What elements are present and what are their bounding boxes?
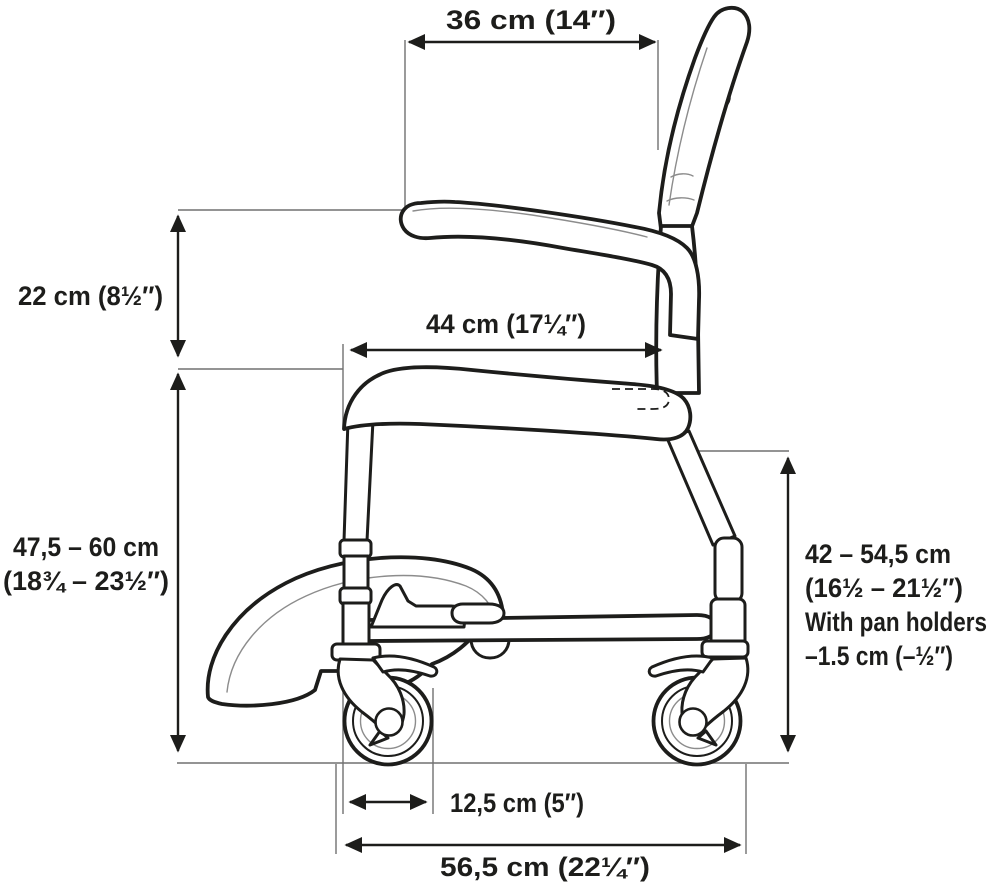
armrest-body — [398, 199, 702, 341]
rear-fork-tip — [696, 729, 718, 747]
armrest-inner-line — [412, 207, 648, 238]
rear-brake-lever — [647, 654, 715, 678]
label-overall-length: 56,5 cm (22¼″) — [440, 852, 650, 882]
seat-body — [342, 365, 693, 442]
front-leg — [330, 418, 382, 662]
label-rear-height-line2: (16½ – 21½″) — [805, 573, 963, 603]
label-rear-height-line3: With pan holders — [805, 607, 987, 637]
front-leg-upper-tube — [342, 418, 375, 543]
chair-illustration — [205, 5, 752, 767]
rear-caster — [647, 654, 750, 767]
push-handle-joint-marks — [666, 173, 695, 202]
dimension-arrows — [170, 34, 796, 853]
label-armrest-height: 22 cm (8½″) — [18, 281, 163, 311]
rear-wheel-hub — [678, 707, 708, 737]
front-brake-lever — [371, 654, 439, 678]
front-leg-clamp-upper — [338, 538, 373, 559]
label-seat-depth: 44 cm (17¼″) — [426, 309, 586, 339]
label-rear-height-line4: –1.5 cm (–½″) — [805, 641, 953, 671]
label-wheel-diameter: 12,5 cm (5″) — [450, 788, 584, 818]
front-wheel-hub — [374, 707, 404, 737]
armrest — [398, 199, 702, 341]
bracket-clamp-tab — [450, 602, 506, 625]
push-handle-inner-line — [668, 47, 708, 206]
rear-leg-tube — [713, 536, 744, 604]
push-handle — [657, 5, 752, 231]
front-leg-lower-tube — [341, 601, 371, 648]
dimension-labels: 36 cm (14″) 22 cm (8½″) 44 cm (17¼″) 47,… — [3, 5, 987, 882]
rear-caster-housing — [700, 639, 750, 659]
label-backrest-width: 36 cm (14″) — [446, 5, 616, 35]
label-seat-height-line1: 47,5 – 60 cm — [13, 532, 159, 562]
label-seat-height-line2: (18¾ – 23½″) — [3, 566, 169, 596]
rear-leg-angled-tube — [665, 429, 737, 547]
label-rear-height-line1: 42 – 54,5 cm — [805, 539, 951, 569]
front-caster — [336, 654, 439, 767]
seat — [342, 365, 693, 442]
front-leg-mid-tube — [342, 554, 370, 592]
